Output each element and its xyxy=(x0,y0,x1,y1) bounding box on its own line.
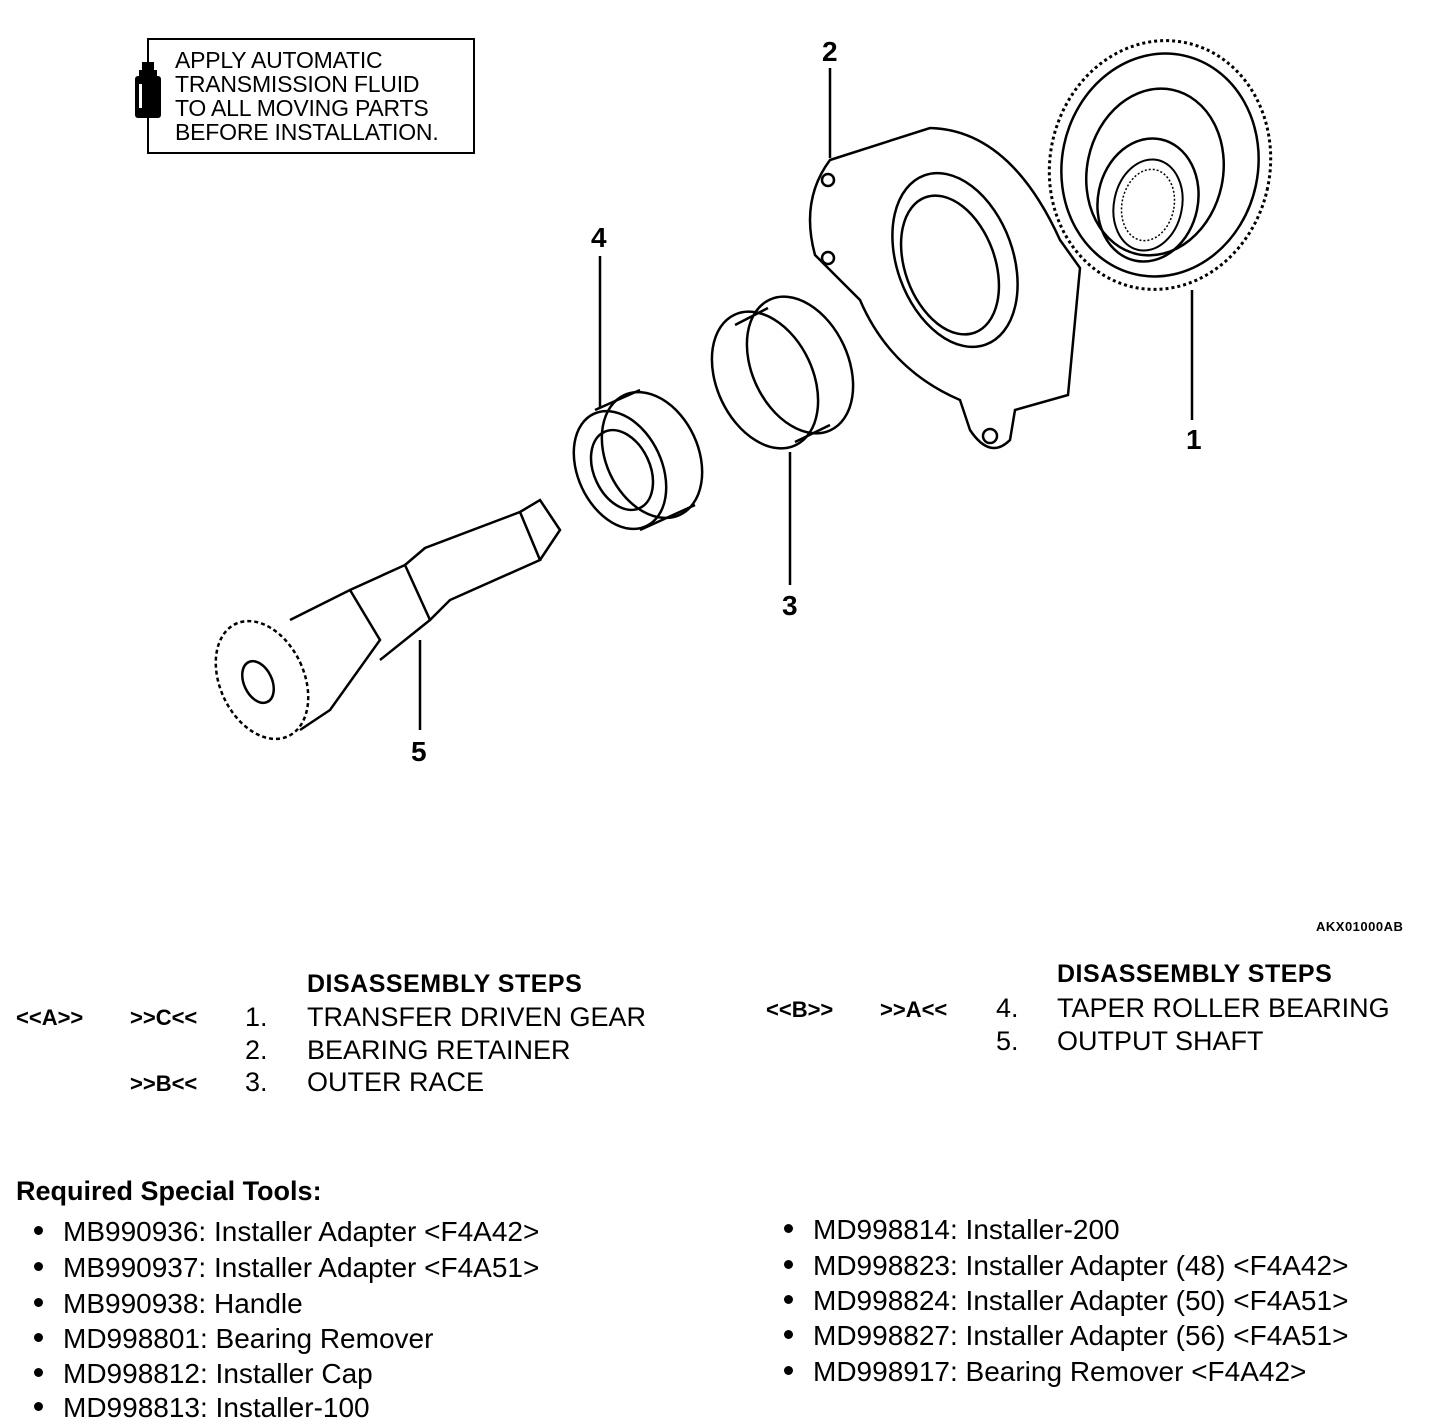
callout-4: 4 xyxy=(591,222,607,253)
callout-2: 2 xyxy=(822,36,838,67)
tool-label: MD998823: Installer Adapter (48) <F4A42> xyxy=(813,1250,1349,1281)
tool-item: MD998827: Installer Adapter (56) <F4A51> xyxy=(784,1320,1348,1352)
tools-heading: Required Special Tools: xyxy=(16,1176,322,1206)
tool-label: MD998917: Bearing Remover <F4A42> xyxy=(813,1356,1307,1387)
bullet-icon xyxy=(34,1402,43,1412)
fluid-note-text: APPLY AUTOMATIC TRANSMISSION FLUID TO AL… xyxy=(175,48,439,144)
tool-item: MD998917: Bearing Remover <F4A42> xyxy=(784,1356,1306,1388)
outer-race xyxy=(710,295,855,450)
tool-label: MD998814: Installer-200 xyxy=(813,1214,1120,1245)
step-label: OUTPUT SHAFT xyxy=(1057,1026,1264,1056)
step-number: 5. xyxy=(996,1026,1019,1056)
step-label: TRANSFER DRIVEN GEAR xyxy=(307,1002,647,1032)
tool-item: MD998813: Installer-100 xyxy=(34,1392,370,1424)
tool-label: MB990938: Handle xyxy=(63,1288,303,1319)
tool-item: MB990938: Handle xyxy=(34,1288,303,1320)
step-label: OUTER RACE xyxy=(307,1067,485,1097)
note-line: BEFORE INSTALLATION. xyxy=(175,119,439,145)
bullet-icon xyxy=(784,1366,793,1376)
bullet-icon xyxy=(34,1333,43,1343)
leader-lines xyxy=(418,68,1194,730)
tool-label: MB990936: Installer Adapter <F4A42> xyxy=(63,1216,540,1247)
bullet-icon xyxy=(784,1260,793,1270)
bullet-icon xyxy=(784,1224,793,1234)
tool-item: MB990936: Installer Adapter <F4A42> xyxy=(34,1216,539,1248)
step-mark-b: >>B<< xyxy=(130,1071,198,1096)
bearing-retainer xyxy=(808,126,1082,450)
taper-roller-bearing xyxy=(572,388,704,532)
tool-label: MD998801: Bearing Remover xyxy=(63,1323,434,1354)
note-line: APPLY AUTOMATIC xyxy=(175,47,383,73)
bullet-icon xyxy=(34,1226,43,1236)
tool-label: MD998813: Installer-100 xyxy=(63,1392,370,1423)
note-line: TRANSMISSION FLUID xyxy=(175,71,420,97)
step-label: TAPER ROLLER BEARING xyxy=(1057,993,1390,1023)
step-mark-b: >>C<< xyxy=(130,1005,198,1030)
step-number: 1. xyxy=(245,1002,268,1032)
bullet-icon xyxy=(784,1330,793,1340)
bullet-icon xyxy=(34,1368,43,1378)
bullet-icon xyxy=(34,1262,43,1272)
output-shaft xyxy=(214,498,562,741)
figure-code: AKX01000AB xyxy=(1316,919,1404,934)
step-label: BEARING RETAINER xyxy=(307,1035,571,1065)
tool-label: MD998812: Installer Cap xyxy=(63,1358,373,1389)
tool-item: MD998812: Installer Cap xyxy=(34,1358,373,1390)
tool-item: MD998824: Installer Adapter (50) <F4A51> xyxy=(784,1285,1348,1317)
bullet-icon xyxy=(784,1295,793,1305)
tool-label: MD998824: Installer Adapter (50) <F4A51> xyxy=(813,1285,1349,1316)
callout-5: 5 xyxy=(411,736,427,767)
step-mark-a: <<B>> xyxy=(766,997,834,1022)
fluid-bottle-icon xyxy=(135,62,161,118)
transfer-driven-gear xyxy=(1047,39,1273,291)
tool-item: MD998814: Installer-200 xyxy=(784,1214,1120,1246)
note-line: TO ALL MOVING PARTS xyxy=(175,95,429,121)
step-number: 3. xyxy=(245,1067,268,1097)
fluid-note-box: APPLY AUTOMATIC TRANSMISSION FLUID TO AL… xyxy=(135,38,475,154)
bullet-icon xyxy=(34,1298,43,1308)
exploded-view-diagram xyxy=(214,39,1273,741)
callout-1: 1 xyxy=(1186,424,1202,455)
step-mark-b: >>A<< xyxy=(880,997,948,1022)
tool-item: MD998823: Installer Adapter (48) <F4A42> xyxy=(784,1250,1348,1282)
steps-left-heading: DISASSEMBLY STEPS xyxy=(307,970,583,998)
step-mark-a: <<A>> xyxy=(16,1005,84,1030)
tool-label: MB990937: Installer Adapter <F4A51> xyxy=(63,1252,540,1283)
tool-item: MD998801: Bearing Remover xyxy=(34,1323,433,1355)
callout-3: 3 xyxy=(782,590,798,621)
tool-item: MB990937: Installer Adapter <F4A51> xyxy=(34,1252,539,1284)
tool-label: MD998827: Installer Adapter (56) <F4A51> xyxy=(813,1320,1349,1351)
steps-right-heading: DISASSEMBLY STEPS xyxy=(1057,960,1333,988)
step-number: 2. xyxy=(245,1035,268,1065)
step-number: 4. xyxy=(996,993,1019,1023)
